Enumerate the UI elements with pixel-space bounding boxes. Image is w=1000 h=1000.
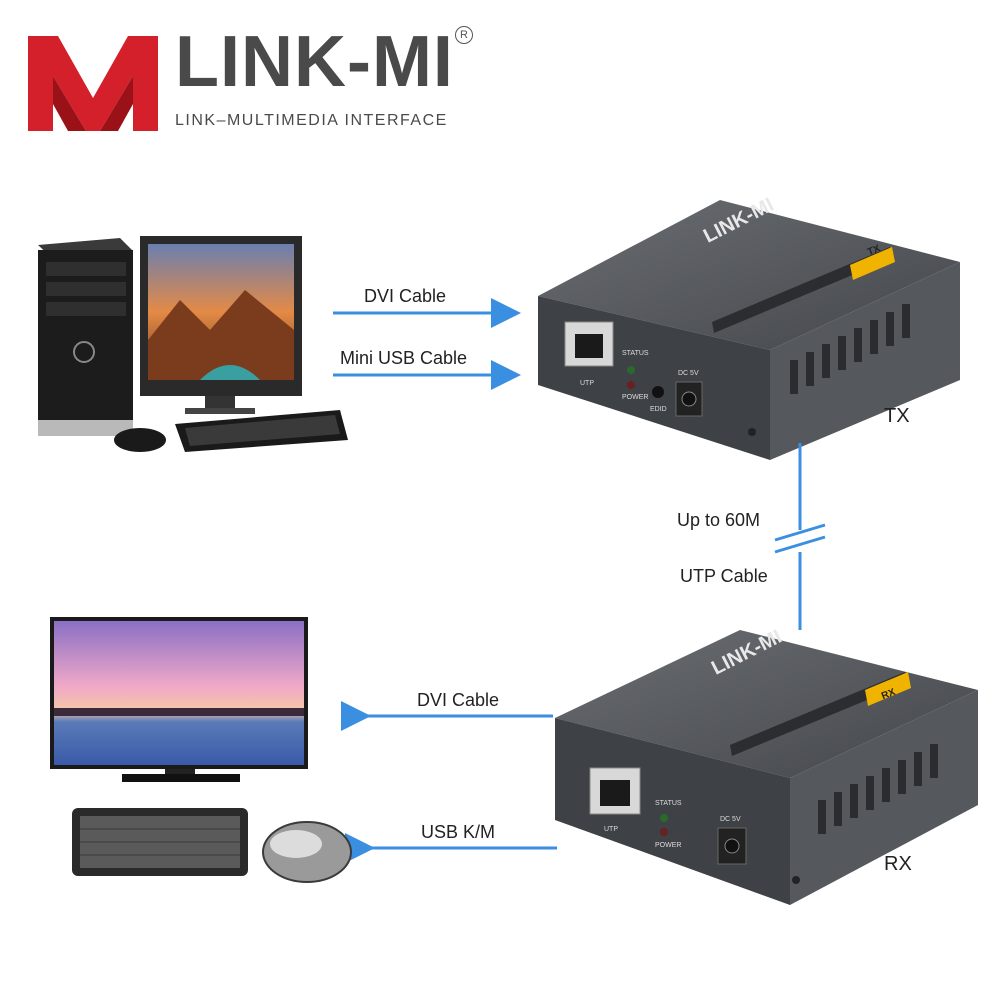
break-mark-2 <box>774 535 826 554</box>
rx-unit-label: RX <box>884 853 912 875</box>
tx-dvi-cable-label: DVI Cable <box>364 286 447 306</box>
break-mark-1 <box>774 523 826 542</box>
tx-unit-label: TX <box>884 405 910 427</box>
pc-monitor-icon <box>140 236 302 414</box>
tx-usb-cable-label: Mini USB Cable <box>340 348 468 368</box>
rx-mouse-icon <box>262 821 352 883</box>
rx-utp-port-label: UTP <box>604 826 618 833</box>
rx-power-led-label: POWER <box>655 842 682 849</box>
link-cable-label: UTP Cable <box>680 566 768 586</box>
tx-power-input-label: DC 5V <box>678 370 699 377</box>
rx-dvi-cable-label: DVI Cable <box>417 690 500 710</box>
rx-power-input-label: DC 5V <box>720 816 741 823</box>
rx-usb-cable-label: USB K/M <box>421 822 496 842</box>
link-distance-label: Up to 60M <box>677 510 761 530</box>
registered-mark: R <box>455 26 473 44</box>
rx-status-led-label: STATUS <box>655 800 682 807</box>
tx-power-led-label: POWER <box>622 394 649 401</box>
tx-edid-button-label: EDID <box>650 406 667 413</box>
brand-name: LINK-MI <box>175 22 454 102</box>
mouse-icon <box>114 428 166 452</box>
pc-tower-icon <box>38 238 133 436</box>
rx-extender-device <box>555 630 978 905</box>
brand-logo-mark <box>28 36 158 131</box>
tx-extender-device <box>538 200 960 460</box>
tx-status-led-label: STATUS <box>622 350 649 357</box>
keyboard-icon <box>175 410 348 452</box>
tx-utp-port-label: UTP <box>580 380 594 387</box>
rx-keyboard-icon <box>72 808 248 876</box>
display-monitor-icon <box>50 617 308 782</box>
brand-tagline: LINK–MULTIMEDIA INTERFACE <box>175 112 448 129</box>
